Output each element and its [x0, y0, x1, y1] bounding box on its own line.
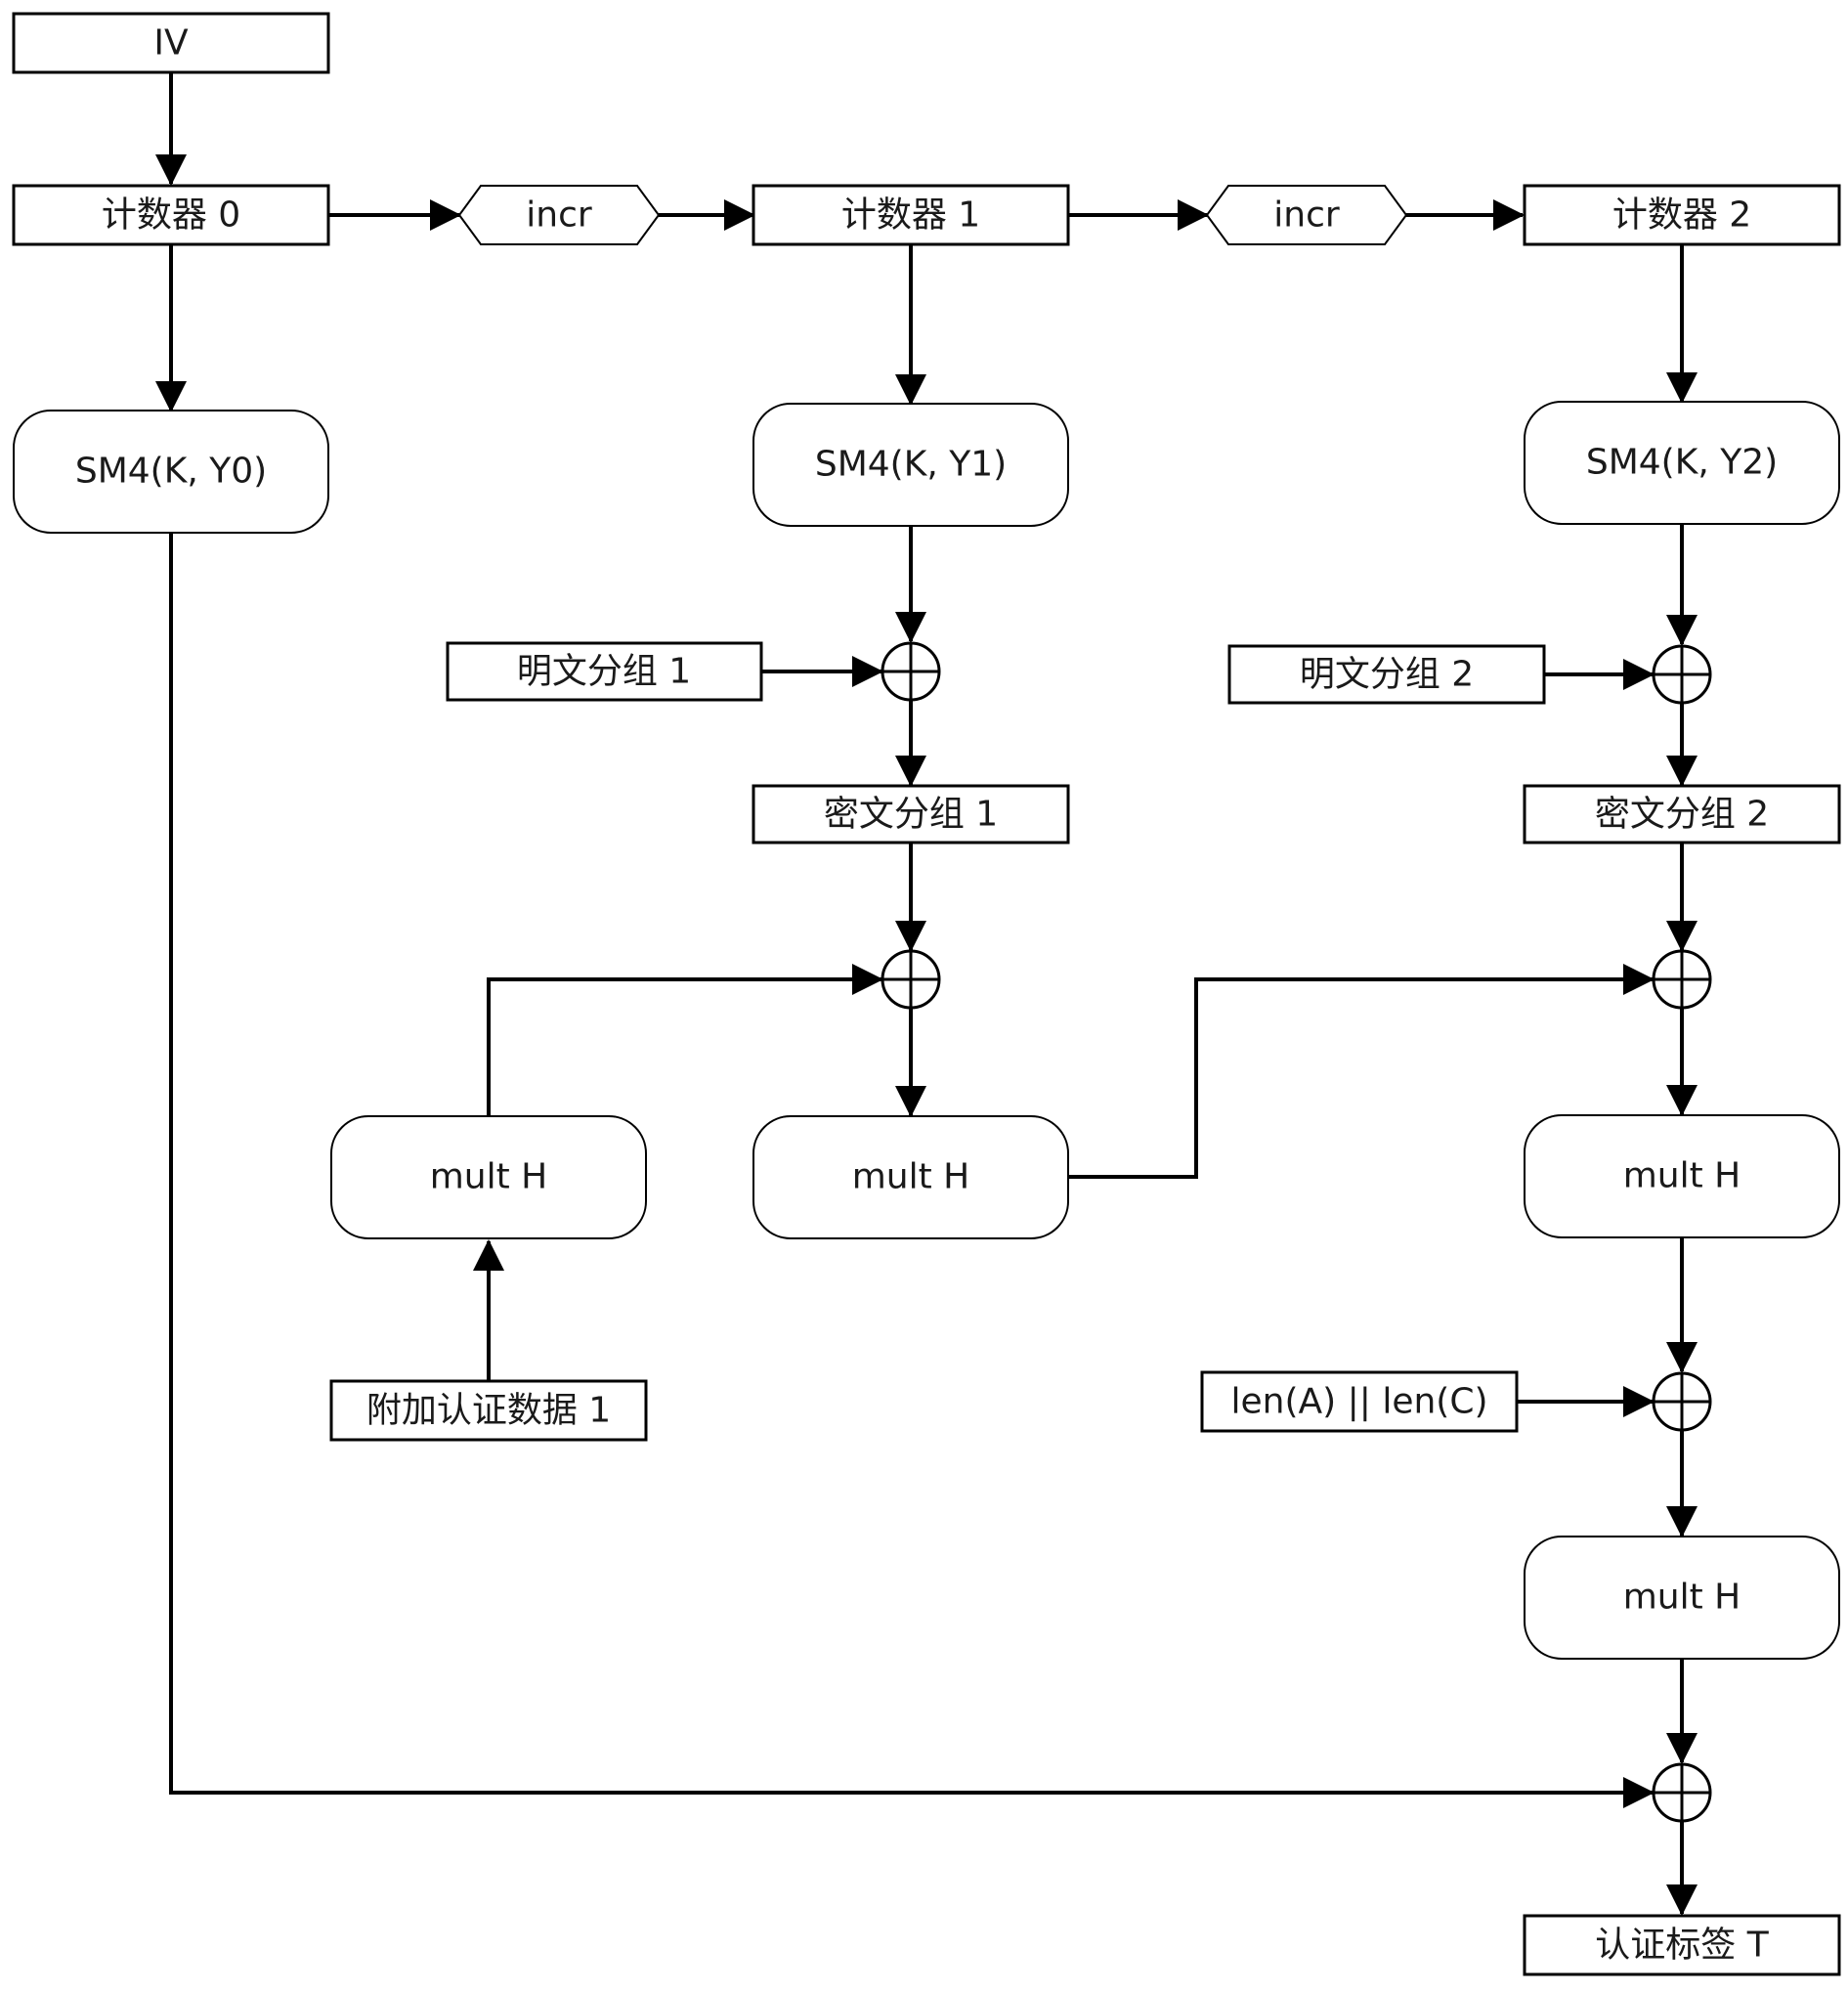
counter2-box: 计数器 2 [1523, 184, 1841, 246]
tag-label: 认证标签 T [1595, 1926, 1769, 1966]
xor-icon [1652, 1762, 1712, 1823]
plaintext1-label: 明文分组 1 [517, 652, 691, 692]
multh-aad-label: mult H [430, 1157, 548, 1197]
incr2-label: incr [1273, 195, 1340, 236]
aad1-label: 附加认证数据 1 [366, 1391, 611, 1431]
multh-1-label: mult H [852, 1157, 970, 1197]
xor-icon [881, 949, 941, 1010]
xor-icon [1652, 949, 1712, 1010]
plaintext2-box: 明文分组 2 [1227, 644, 1546, 705]
counter2-label: 计数器 2 [1612, 195, 1751, 236]
ciphertext1-label: 密文分组 1 [824, 795, 998, 835]
incr1-hexagon: incr [457, 185, 661, 245]
ciphertext1-box: 密文分组 1 [752, 784, 1070, 844]
arrow-multh-1-to-xor4 [1068, 964, 1655, 1179]
tag-box: 认证标签 T [1523, 1914, 1841, 1976]
iv-box: IV [12, 12, 330, 74]
multh-len-label: mult H [1623, 1578, 1741, 1618]
counter0-box: 计数器 0 [12, 184, 330, 246]
aad1-box: 附加认证数据 1 [329, 1379, 648, 1442]
plaintext1-box: 明文分组 1 [446, 641, 763, 702]
lengths-box: len(A) || len(C) [1200, 1370, 1519, 1433]
ciphertext2-box: 密文分组 2 [1523, 784, 1841, 844]
sm4-1-box: SM4(K, Y1) [752, 403, 1069, 527]
plaintext2-label: 明文分组 2 [1300, 655, 1474, 695]
arrow-multh-aad-to-xor3 [487, 964, 883, 1116]
ciphertext2-label: 密文分组 2 [1595, 795, 1769, 835]
incr1-label: incr [526, 195, 592, 236]
arrow-sm4-0-to-xor6 [169, 533, 1655, 1808]
xor-icon [1652, 644, 1712, 705]
xor-icon [881, 641, 941, 702]
sm4-2-box: SM4(K, Y2) [1524, 401, 1840, 525]
sm4-0-label: SM4(K, Y0) [75, 452, 267, 492]
iv-label: IV [153, 23, 189, 64]
sm4-1-label: SM4(K, Y1) [815, 445, 1007, 485]
multh-len-box: mult H [1524, 1536, 1840, 1660]
counter0-label: 计数器 0 [102, 195, 240, 236]
multh-1-box: mult H [752, 1115, 1069, 1239]
sm4-2-label: SM4(K, Y2) [1586, 443, 1778, 483]
multh-2-label: mult H [1623, 1156, 1741, 1196]
counter1-label: 计数器 1 [841, 195, 980, 236]
multh-aad-box: mult H [330, 1115, 647, 1239]
multh-2-box: mult H [1524, 1114, 1840, 1238]
incr2-hexagon: incr [1205, 185, 1408, 245]
connectors [155, 72, 1698, 1916]
counter1-box: 计数器 1 [752, 184, 1070, 246]
xor-icon [1652, 1371, 1712, 1432]
sm4-0-box: SM4(K, Y0) [13, 410, 329, 534]
lengths-label: len(A) || len(C) [1230, 1382, 1487, 1422]
